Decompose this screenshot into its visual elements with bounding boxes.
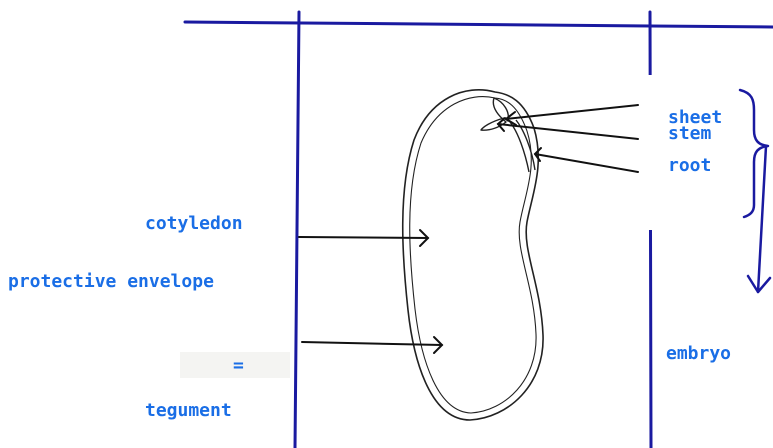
label-sheet: sheet (668, 107, 723, 128)
label-root: root (668, 155, 712, 176)
frame-top-line (183, 20, 773, 29)
label-cotyledon: cotyledon (145, 213, 243, 234)
seed-coat-inner (409, 96, 537, 414)
arrowhead-stem (496, 117, 506, 132)
arrow-envelope (301, 341, 443, 346)
pointer-arrows (298, 104, 639, 354)
arrowhead-cotyledon (419, 229, 430, 247)
label-embryo: embryo (666, 343, 732, 364)
callout-backdrop (640, 75, 773, 230)
embryo-arrowhead (746, 274, 772, 294)
frame-left-line (293, 10, 301, 448)
equals-patch (180, 352, 290, 378)
embryo-curly-brace (738, 88, 770, 219)
bean-seed (401, 89, 544, 421)
embryo-arrow-shaft (756, 144, 768, 294)
label-stem: stem (668, 123, 712, 144)
seed-coat-outer (401, 89, 544, 421)
arrowhead-envelope (433, 336, 444, 354)
label-tegument: tegument (145, 400, 232, 421)
label-equals: = (233, 355, 244, 376)
arrow-stem (497, 123, 639, 140)
label-protective-envelope: protective envelope (8, 271, 214, 292)
arrow-root (534, 153, 639, 173)
plumule (480, 97, 510, 131)
arrow-sheet (505, 104, 639, 120)
arrowhead-root (533, 147, 542, 162)
arrow-cotyledon (298, 236, 429, 239)
embryo-brace (738, 88, 772, 294)
arrowhead-sheet (504, 111, 517, 126)
